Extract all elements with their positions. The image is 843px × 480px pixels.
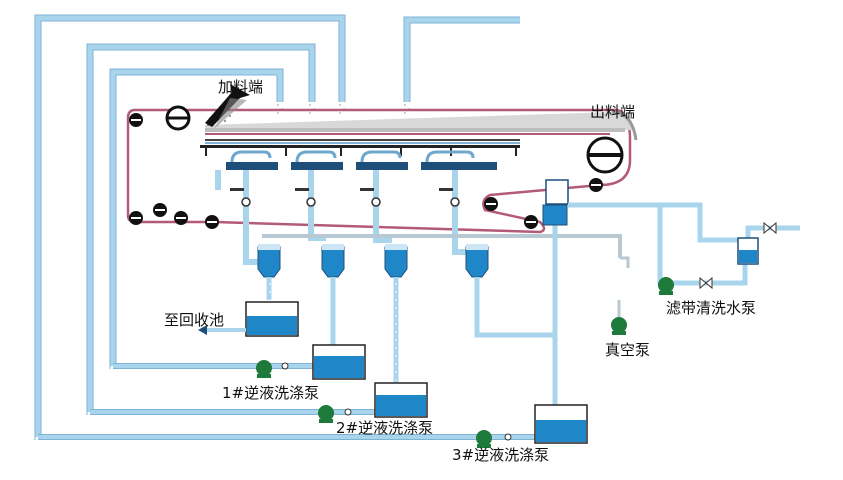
pipe-loop-pump-1 xyxy=(110,69,283,366)
separator-3 xyxy=(384,244,408,278)
roller-icon xyxy=(129,211,143,225)
tank-2 xyxy=(374,382,428,418)
roller-icon xyxy=(589,178,603,192)
valve-icon xyxy=(504,433,512,441)
valve-icon xyxy=(439,188,460,207)
separator-1 xyxy=(257,244,281,278)
valve-icon xyxy=(230,188,251,207)
label-to-recovery-tank: 至回收池 xyxy=(164,311,224,329)
label-filter-belt-wash-pump: 滤带清洗水泵 xyxy=(666,299,756,317)
label-backwash-pump-3: 3#逆液洗涤泵 xyxy=(452,446,549,464)
tank-recovery xyxy=(245,301,299,337)
vacuum-manifold xyxy=(262,234,622,258)
pipe-top-feed xyxy=(404,17,520,102)
tank-3 xyxy=(534,404,588,444)
recovery-outlet xyxy=(198,325,246,335)
roller-icon xyxy=(153,203,167,217)
vacuum-risers xyxy=(215,170,473,265)
wash-pipes-outer xyxy=(35,15,520,437)
spray-nozzles xyxy=(277,104,410,114)
inline-valves xyxy=(281,221,777,441)
feed-arrow-icon xyxy=(205,84,250,129)
tank-1 xyxy=(312,344,366,380)
roller-icon xyxy=(484,197,498,211)
belt-rollers xyxy=(129,105,624,229)
drive-drum-icon xyxy=(586,136,624,174)
belt-wash-line xyxy=(568,202,800,286)
label-feed-end: 加料端 xyxy=(218,78,263,96)
separator-4 xyxy=(465,244,489,278)
pipe-loop-pump-3 xyxy=(35,15,345,437)
valve-icon xyxy=(763,221,777,235)
label-discharge-end: 出料端 xyxy=(590,103,635,121)
pump-icon-2 xyxy=(318,405,334,423)
valve-icon xyxy=(344,408,352,416)
separators xyxy=(257,244,489,278)
valve-icon xyxy=(360,188,381,207)
vacuum-box-frame xyxy=(200,145,520,170)
label-backwash-pump-2: 2#逆液洗涤泵 xyxy=(336,419,433,437)
pump-icon-vacuum xyxy=(611,317,627,335)
label-backwash-pump-1: 1#逆液洗涤泵 xyxy=(222,384,319,402)
feed-chute xyxy=(205,110,638,141)
roller-icon xyxy=(205,215,219,229)
pump-icon-1 xyxy=(256,360,272,378)
valve-icon xyxy=(699,276,713,290)
riser-valves xyxy=(230,188,460,207)
separator-2 xyxy=(321,244,345,278)
roller-icon xyxy=(129,113,143,127)
tension-drum-icon xyxy=(165,105,191,131)
valve-icon xyxy=(281,362,289,370)
valve-icon xyxy=(295,188,316,207)
collection-tanks xyxy=(245,301,588,444)
pipe-loop-pump-2 xyxy=(87,44,315,412)
pump-icon-wash xyxy=(658,277,674,295)
wash-water-tank xyxy=(737,237,759,265)
label-vacuum-pump: 真空泵 xyxy=(605,341,650,359)
roller-icon xyxy=(524,215,538,229)
belt-wash-box xyxy=(542,179,745,243)
pumps xyxy=(256,277,674,448)
roller-icon xyxy=(174,211,188,225)
pump-icon-3 xyxy=(476,430,492,448)
